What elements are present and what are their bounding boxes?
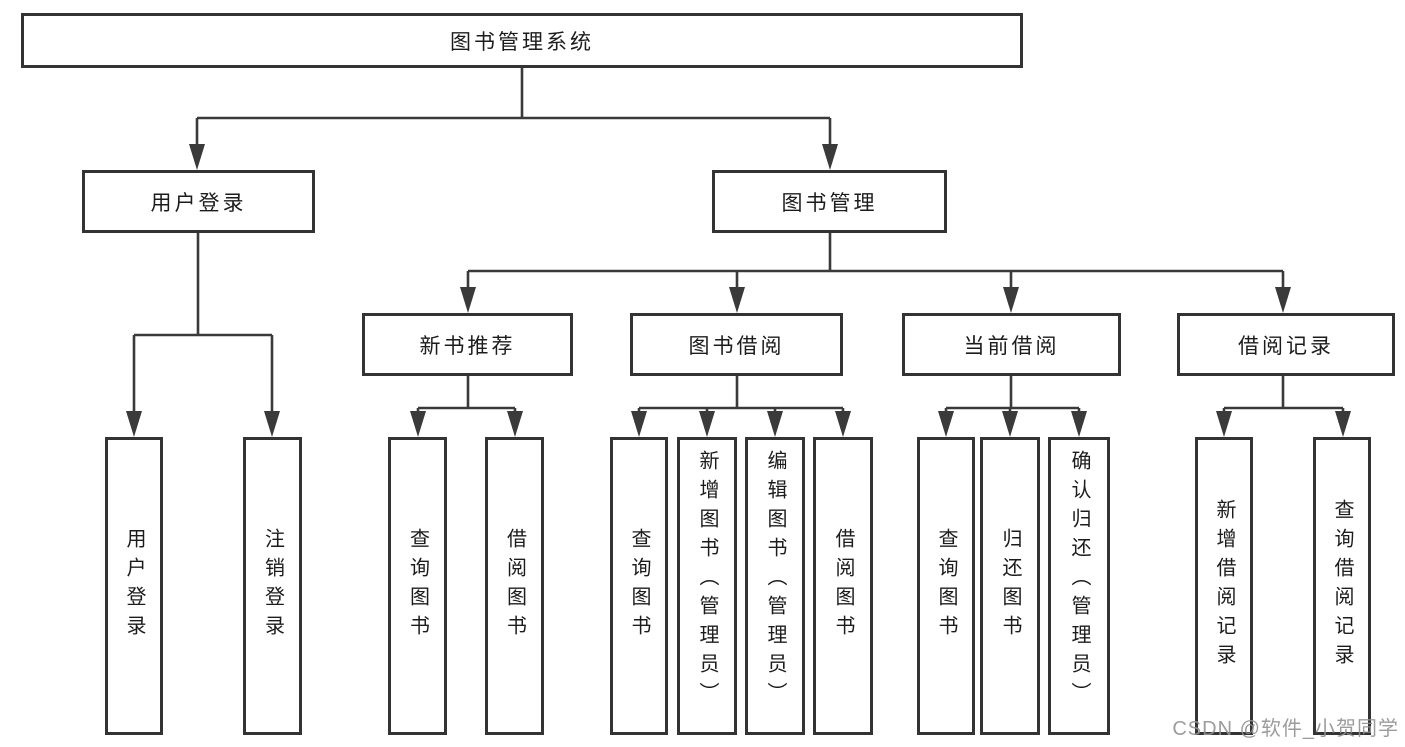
leaf-query-books-recommend: 查询图书	[388, 437, 447, 735]
arrowhead	[822, 144, 838, 170]
arrowhead	[1335, 411, 1351, 437]
node-current-borrowing: 当前借阅	[902, 313, 1121, 376]
arrowhead	[507, 411, 523, 437]
connector-line	[1222, 376, 1345, 413]
arrowhead	[1071, 411, 1087, 437]
leaf-query-borrow-record: 查询借阅记录	[1313, 437, 1371, 735]
connector-root-to-level2	[189, 68, 838, 170]
arrowhead	[699, 411, 715, 437]
connector-line	[637, 376, 845, 413]
node-library-management-system: 图书管理系统	[21, 13, 1023, 68]
arrowhead	[189, 144, 205, 170]
leaf-confirm-return-admin: 确认归还（管理员）	[1048, 437, 1110, 735]
connector-user-login-children	[126, 233, 280, 437]
leaf-borrow-books: 借阅图书	[813, 437, 873, 735]
watermark: CSDN @软件_小贺同学	[1172, 718, 1399, 740]
node-user-login: 用户登录	[82, 170, 315, 233]
arrowhead	[1275, 287, 1291, 313]
arrowhead	[126, 411, 142, 437]
connector-line	[944, 376, 1081, 413]
connector-borrow-record-children	[1216, 376, 1351, 437]
node-new-book-recommendation: 新书推荐	[362, 313, 573, 376]
connector-current-borrow-children	[938, 376, 1087, 437]
node-borrowing-records: 借阅记录	[1177, 313, 1395, 376]
leaf-query-books-current: 查询图书	[917, 437, 975, 735]
arrowhead	[410, 411, 426, 437]
arrowhead	[835, 411, 851, 437]
connector-line	[466, 233, 1285, 289]
leaf-edit-books-admin: 编辑图书（管理员）	[745, 437, 805, 735]
arrowhead	[938, 411, 954, 437]
leaf-user-login: 用户登录	[105, 437, 163, 735]
arrowhead	[460, 287, 476, 313]
connector-book-management-children	[460, 233, 1291, 313]
connector-line	[416, 376, 517, 413]
leaf-return-books: 归还图书	[980, 437, 1040, 735]
arrowhead	[1003, 287, 1019, 313]
connector-book-borrow-children	[631, 376, 851, 437]
arrowhead	[1216, 411, 1232, 437]
leaf-add-books-admin: 新增图书（管理员）	[677, 437, 737, 735]
leaf-query-books-borrow: 查询图书	[610, 437, 668, 735]
arrowhead	[631, 411, 647, 437]
arrowhead	[729, 287, 745, 313]
leaf-add-borrow-record: 新增借阅记录	[1195, 437, 1253, 735]
connector-new-book-children	[410, 376, 523, 437]
arrowhead	[767, 411, 783, 437]
node-book-borrowing: 图书借阅	[630, 313, 843, 376]
connector-line	[132, 233, 274, 413]
connector-line	[195, 68, 832, 146]
leaf-borrow-books-recommend: 借阅图书	[485, 437, 544, 735]
arrowhead	[1002, 411, 1018, 437]
leaf-logout: 注销登录	[243, 437, 302, 735]
node-book-management: 图书管理	[712, 170, 947, 233]
arrowhead	[264, 411, 280, 437]
